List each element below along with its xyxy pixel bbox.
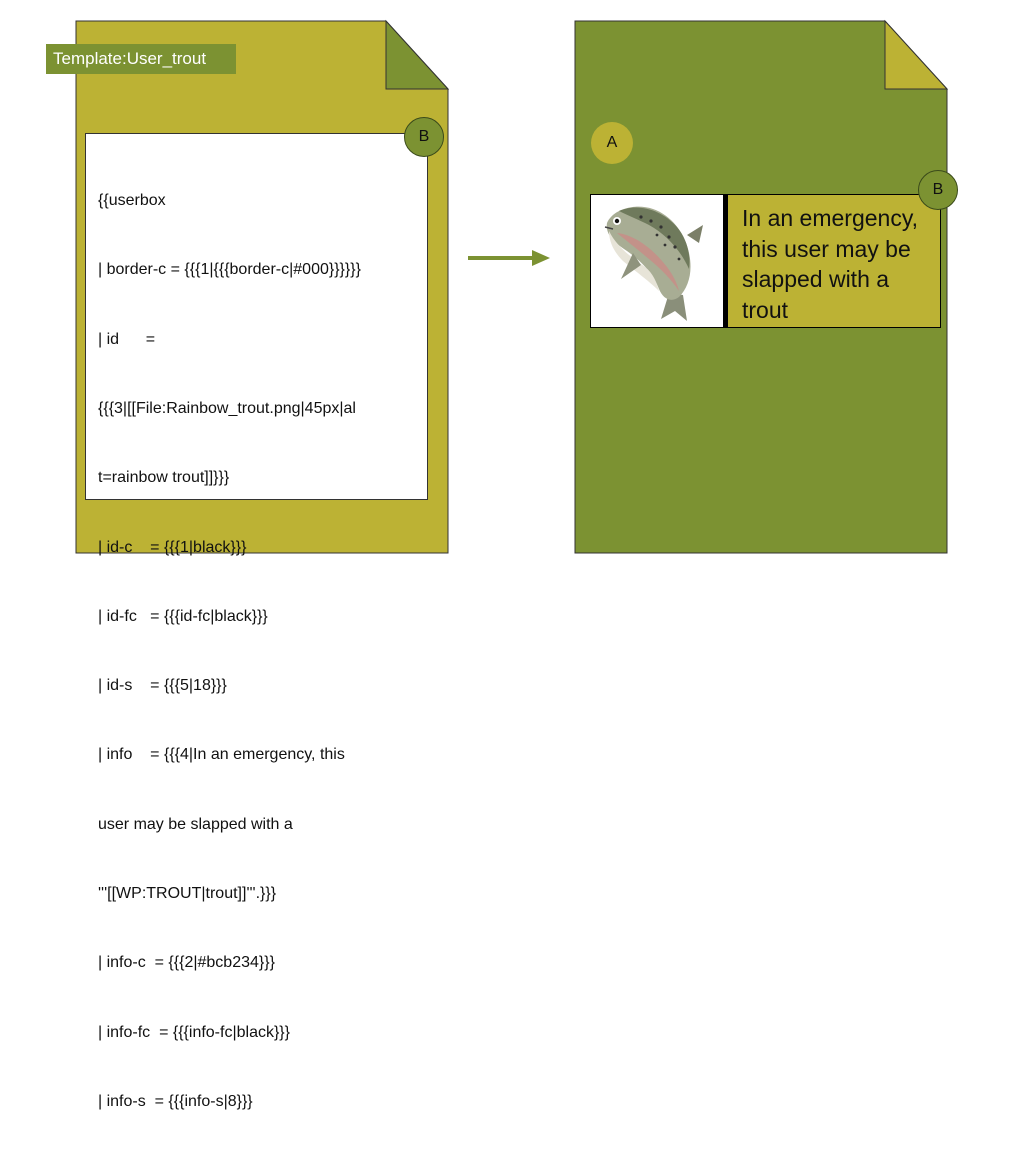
code-line: user may be slapped with a (98, 815, 293, 833)
arrow-right-icon (468, 250, 550, 266)
rainbow-trout-icon (604, 206, 703, 321)
template-code-box: {{userbox | border-c = {{{1|{{{border-c|… (85, 133, 428, 1110)
code-line: t=rainbow trout]]}}} (98, 469, 230, 487)
template-name-label: Template:User_trout (46, 44, 236, 74)
code-line: {{{3|[[File:Rainbow_trout.png|45px|al (98, 400, 356, 418)
rendered-userbox: In an emergency, this user may be slappe… (590, 194, 941, 328)
callout-b-rendered: B (918, 170, 958, 210)
callout-a: A (591, 122, 633, 164)
code-line: | id-c = {{{1|black}}} (98, 538, 247, 556)
code-line: | info = {{{4|In an emergency, this (98, 746, 345, 764)
userbox-info-text: In an emergency, this user may be slappe… (742, 205, 919, 323)
userbox-id-cell (591, 195, 728, 327)
code-line: | id-s = {{{5|18}}} (98, 677, 227, 695)
code-line: | info-c = {{{2|#bcb234}}} (98, 954, 275, 972)
code-line: | border-c = {{{1|{{{border-c|#000}}}}}} (98, 261, 361, 279)
code-line: | info-s = {{{info-s|8}}} (98, 1092, 253, 1110)
callout-b-source: B (404, 117, 444, 157)
rendered-document-fold (884, 19, 949, 90)
source-document-fold (385, 19, 450, 90)
code-line: | id-fc = {{{id-fc|black}}} (98, 607, 268, 625)
code-line: '''[[WP:TROUT|trout]]'''.}}} (98, 885, 277, 902)
code-line: {{userbox (98, 192, 166, 210)
code-line: | info-fc = {{{info-fc|black}}} (98, 1023, 290, 1041)
code-line: | id = (98, 330, 156, 348)
